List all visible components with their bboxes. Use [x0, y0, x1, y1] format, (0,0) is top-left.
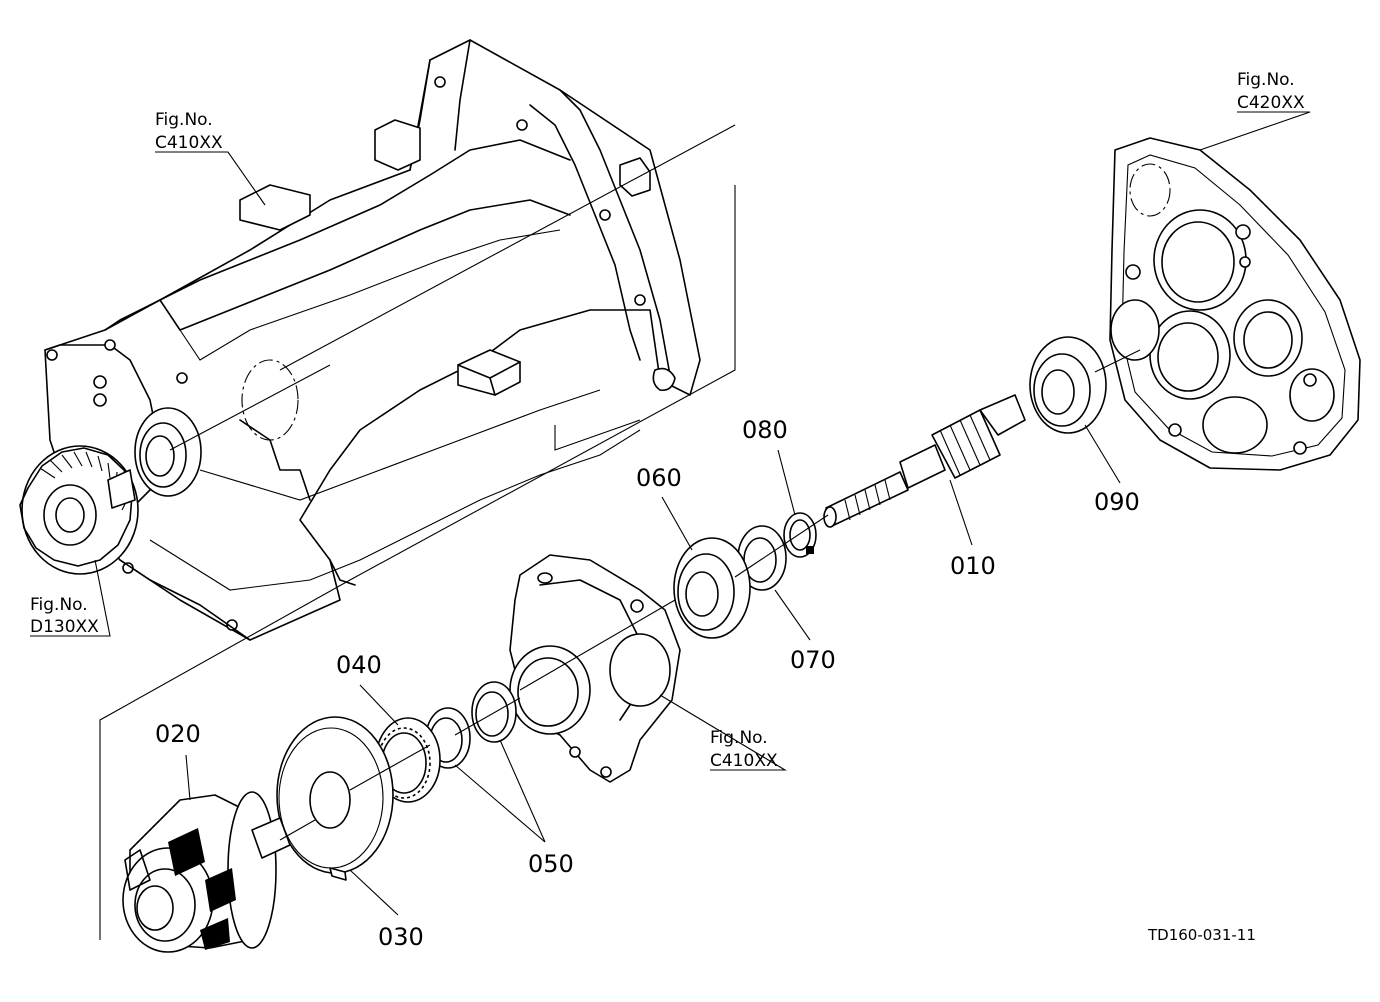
- fig-ref-d130-line1: Fig.No.: [30, 595, 88, 615]
- fig-ref-d130: Fig.No. D130XX: [30, 595, 99, 637]
- bearing-090: [1029, 336, 1141, 434]
- part-label-040: 040: [336, 651, 382, 679]
- bearing-060: [673, 514, 829, 639]
- fig-ref-c420: Fig.No. C420XX: [1237, 70, 1305, 113]
- part-label-070: 070: [790, 646, 836, 674]
- gear-d130: [19, 445, 139, 575]
- fig-ref-c410-mid-line2: C410XX: [710, 751, 778, 771]
- clutch-hub-020: [122, 791, 316, 953]
- shaft-010: [823, 394, 1026, 528]
- circlip-080: [783, 512, 817, 558]
- fig-ref-c420-line2: C420XX: [1237, 93, 1305, 113]
- part-label-080: 080: [742, 416, 788, 444]
- fig-ref-c410-top-line1: Fig.No.: [155, 110, 213, 130]
- fig-ref-c410-mid-line1: Fig.No.: [710, 728, 768, 748]
- fig-ref-c410-mid: Fig.No. C410XX: [710, 728, 778, 771]
- part-label-010: 010: [950, 552, 996, 580]
- cover-plate-c420: [1109, 137, 1361, 471]
- drawing-code: TD160-031-11: [1147, 926, 1256, 944]
- leader-lines: [30, 111, 1311, 916]
- fig-ref-d130-line2: D130XX: [30, 617, 99, 637]
- part-label-020: 020: [155, 720, 201, 748]
- transmission-housing: [44, 39, 736, 940]
- part-label-090: 090: [1094, 488, 1140, 516]
- bracket-c410: [509, 554, 681, 783]
- fig-ref-c410-top: Fig.No. C410XX: [155, 110, 223, 153]
- part-label-030: 030: [378, 923, 424, 951]
- part-label-050: 050: [528, 850, 574, 878]
- fig-ref-c410-top-line2: C410XX: [155, 133, 223, 153]
- disc-030: [276, 716, 431, 881]
- fig-ref-c420-line1: Fig.No.: [1237, 70, 1295, 90]
- part-label-060: 060: [636, 464, 682, 492]
